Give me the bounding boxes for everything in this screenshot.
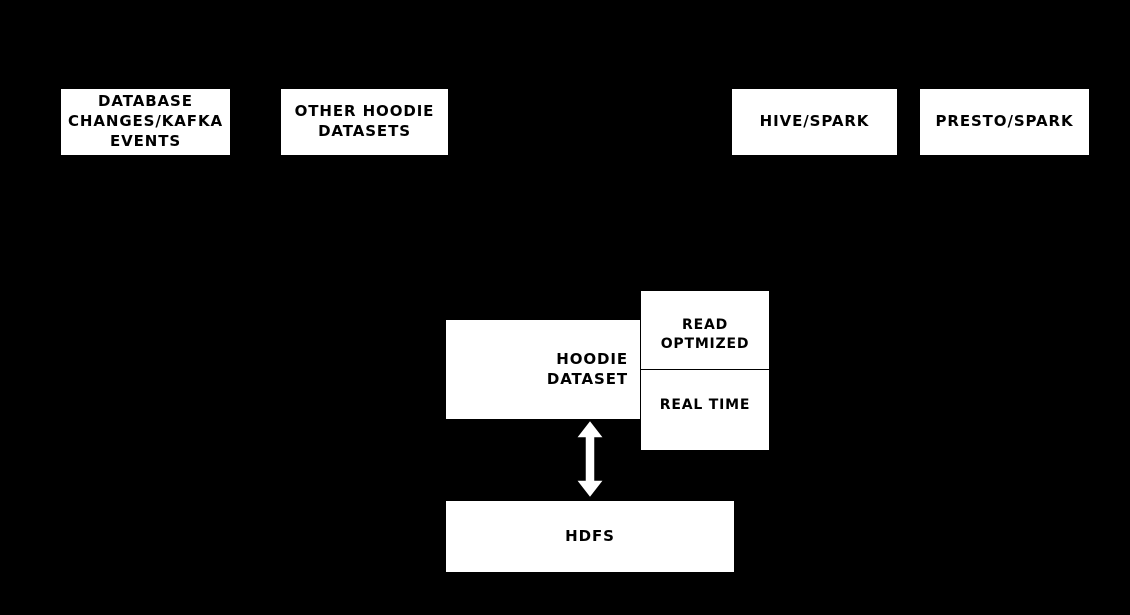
node-hive-spark[interactable]: HIVE/SPARK [732,89,897,155]
node-other-hoodie-datasets[interactable]: OTHER HOODIE DATASETS [281,89,448,155]
node-label: HIVE/SPARK [759,112,870,131]
node-presto-spark[interactable]: PRESTO/SPARK [920,89,1089,155]
node-hoodie-dataset[interactable]: HOODIE DATASET [446,320,640,419]
node-database-changes-kafka-events[interactable]: DATABASE CHANGES/KAFKA EVENTS [61,89,230,155]
node-label: HOODIE DATASET [546,349,628,388]
views-panel: READ OPTMIZED REAL TIME [641,291,769,450]
double-headed-vertical-arrow-icon [574,419,606,499]
node-label: DATABASE CHANGES/KAFKA EVENTS [68,92,223,150]
node-label: PRESTO/SPARK [935,112,1074,131]
node-hdfs[interactable]: HDFS [446,501,734,572]
node-label: HDFS [565,526,615,545]
node-label: REAL TIME [659,397,751,413]
node-label: READ OPTMIZED [660,317,750,352]
node-read-optimized-view[interactable]: READ OPTMIZED [641,291,769,370]
node-real-time-view[interactable]: REAL TIME [641,370,769,450]
node-label: OTHER HOODIE DATASETS [294,102,435,140]
